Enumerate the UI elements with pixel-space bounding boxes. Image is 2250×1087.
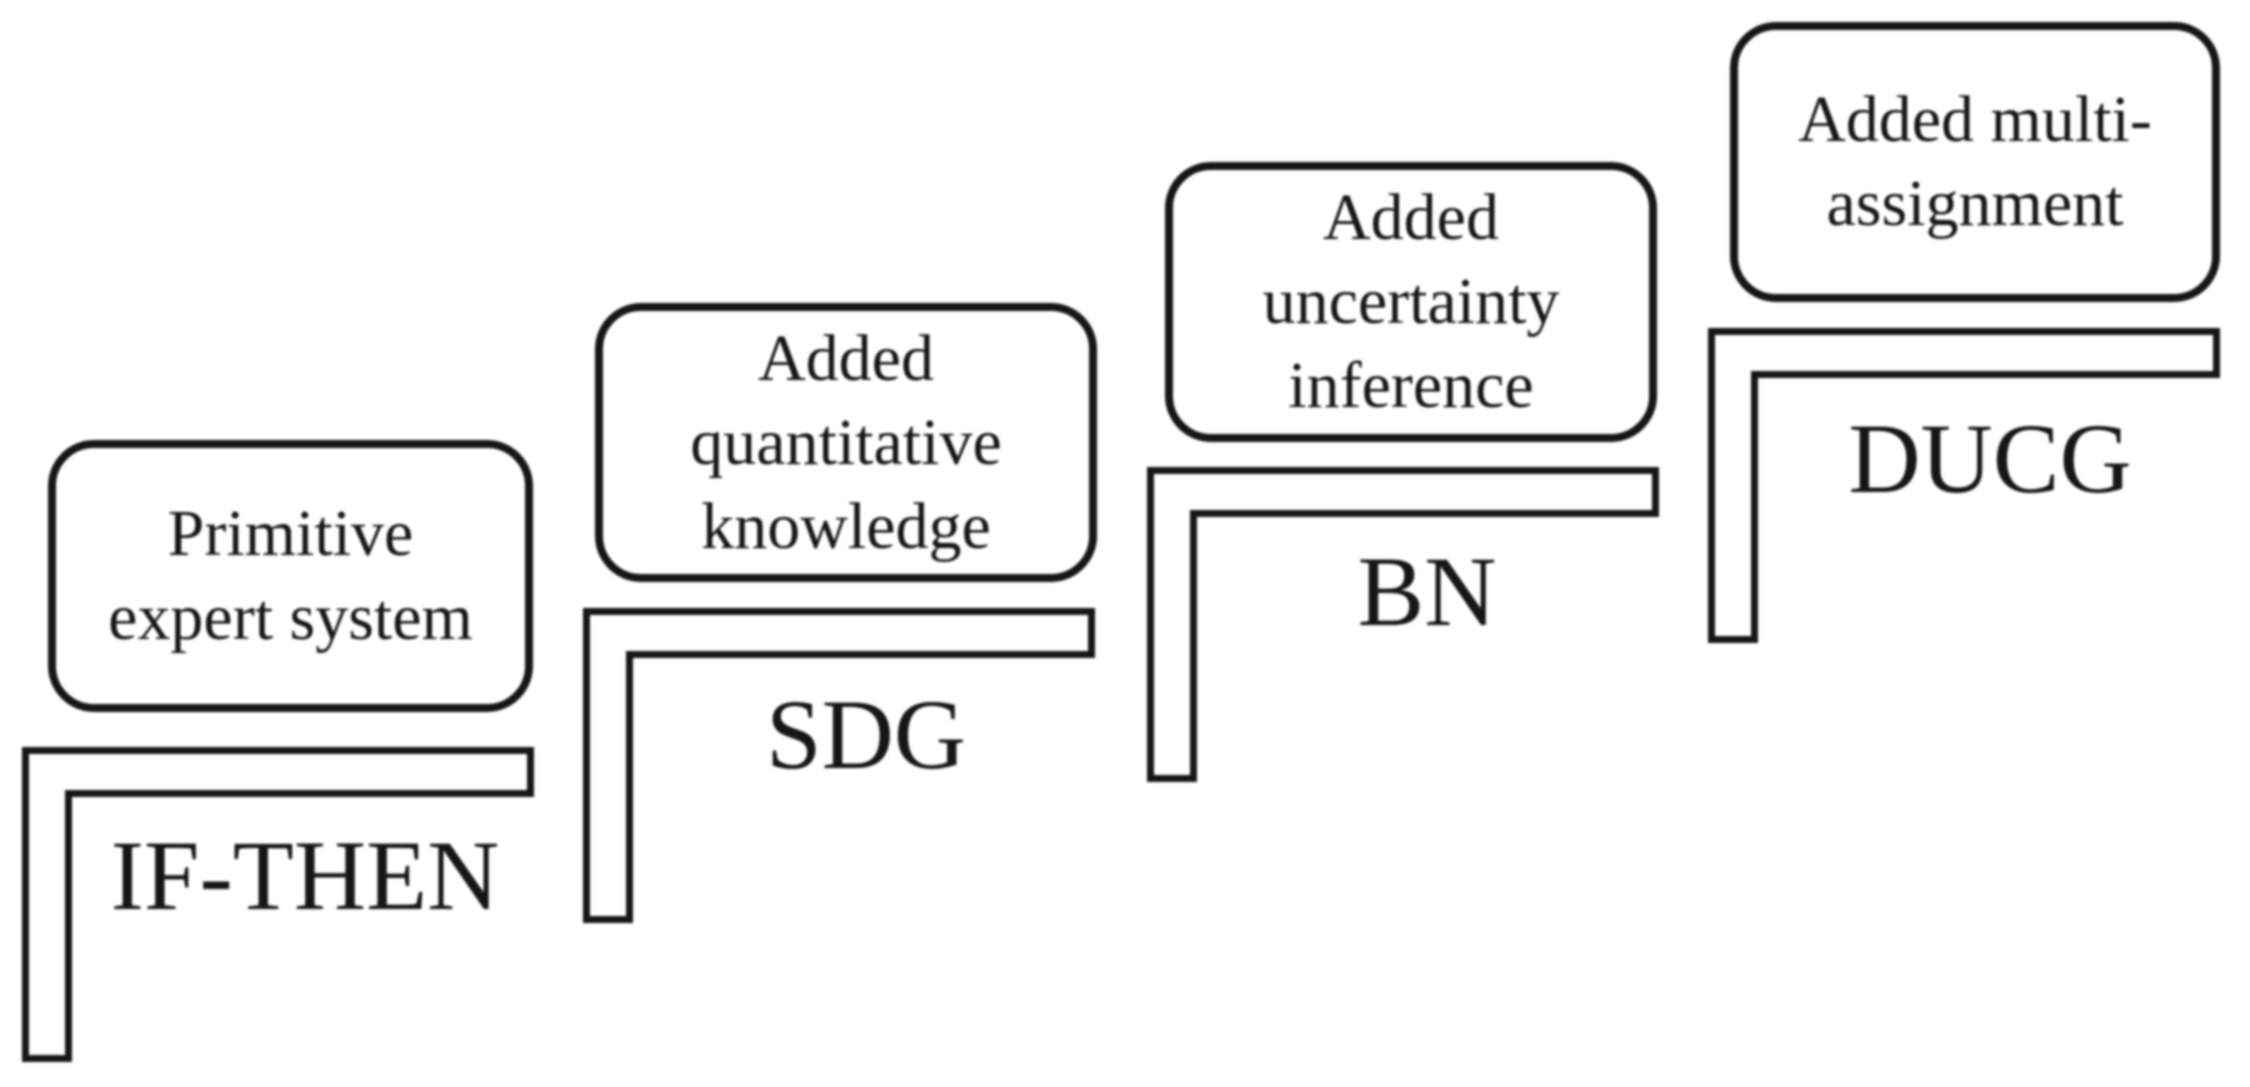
box-added-quantitative-knowledge-text: Added quantitative knowledge [690, 321, 1002, 563]
box-primitive-expert-system: Primitive expert system [48, 440, 533, 712]
box-primitive-expert-system-text: Primitive expert system [108, 497, 473, 654]
box-added-uncertainty-inference: Added uncertainty inference [1165, 162, 1657, 442]
step-bracket-4-icon [1708, 328, 2220, 643]
step-bracket-2-icon [583, 608, 1095, 923]
box-added-multi-assignment: Added multi- assignment [1730, 22, 2220, 302]
step-bracket-3-icon [1147, 467, 1659, 782]
step-bracket-1-icon [22, 747, 534, 1062]
step-label-sdg: SDG [765, 679, 967, 790]
box-added-multi-assignment-text: Added multi- assignment [1798, 83, 2152, 240]
step-label-ducg: DUCG [1848, 403, 2132, 514]
step-label-bn: BN [1357, 536, 1497, 647]
box-added-quantitative-knowledge: Added quantitative knowledge [595, 303, 1097, 582]
box-added-uncertainty-inference-text: Added uncertainty inference [1262, 181, 1560, 422]
step-label-if-then: IF-THEN [110, 820, 500, 931]
